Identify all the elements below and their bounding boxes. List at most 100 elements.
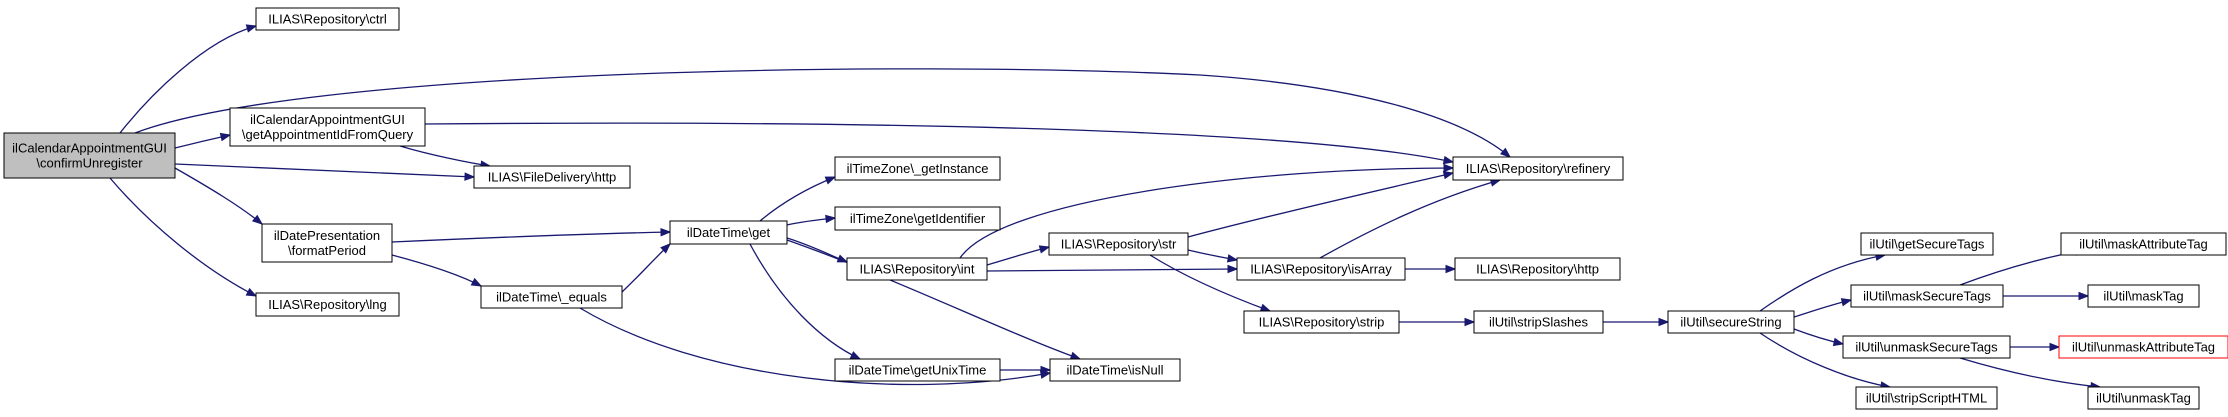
edge-arrowhead-maskSecureTags-to-maskTag [2078,291,2090,301]
edge-rint-to-rstr [986,246,1050,266]
edge-formatPeriod-to-dtget [391,231,671,243]
node-box-fdhttp [473,165,631,189]
edge-arrowhead-root-to-formatPeriod [251,214,264,225]
node-isArray[interactable]: ILIAS\Repository\isArray [1236,257,1406,281]
edge-rstr-to-refinery [1187,172,1454,238]
node-getAppt[interactable]: ilCalendarAppointmentGUI\getAppointmentI… [229,107,426,147]
edge-rint-to-refinery [959,167,1454,259]
node-unmaskTag[interactable]: ilUtil\unmaskTag [2087,386,2200,410]
node-box-strip [1243,310,1400,334]
node-maskAttrTag[interactable]: ilUtil\maskAttributeTag [2060,232,2227,256]
node-label-maskSecureTags-0: ilUtil\maskSecureTags [1863,289,1991,304]
node-box-ctrl [255,7,400,31]
node-label-strip-0: ILIAS\Repository\strip [1259,315,1385,330]
edge-root-to-fdhttp [174,163,475,178]
node-label-getAppt-1: \getAppointmentIdFromQuery [242,127,414,142]
edge-root-to-ctrl [119,25,257,134]
edge-root-to-lng [109,177,257,297]
edge-arrowhead-equals-to-dtget [660,243,672,254]
node-rint[interactable]: ILIAS\Repository\int [846,257,988,281]
node-label-tzInstance-0: ilTimeZone\_getInstance [847,161,989,176]
node-label-ctrl-0: ILIAS\Repository\ctrl [268,12,387,27]
node-maskSecureTags[interactable]: ilUtil\maskSecureTags [1850,284,2004,308]
node-box-unix [834,358,1001,382]
node-lng[interactable]: ILIAS\Repository\lng [255,292,400,317]
node-label-rint-0: ILIAS\Repository\int [860,262,975,277]
node-label-getAppt-0: ilCalendarAppointmentGUI [250,112,405,127]
edge-rint-to-isArray [986,268,1238,272]
node-box-rstr [1048,232,1189,256]
edge-isArray-to-refinery [1319,179,1501,259]
edge-arrowhead-secureString-to-maskSecureTags [1840,298,1853,307]
edge-arrowhead-secureString-to-unmaskSecureTags [1832,337,1845,347]
node-box-getSecureTags [1860,232,1994,256]
node-unmaskSecureTags[interactable]: ilUtil\unmaskSecureTags [1842,335,2011,359]
node-label-equals-0: ilDateTime\_equals [496,290,607,305]
node-box-isArray [1236,257,1406,281]
node-refinery[interactable]: ILIAS\Repository\refinery [1452,156,1624,181]
node-label-maskAttrTag-0: ilUtil\maskAttributeTag [2079,237,2208,252]
node-label-maskTag-0: ilUtil\maskTag [2103,289,2183,304]
edge-arrowhead-root-to-getAppt [219,132,232,142]
node-root[interactable]: ilCalendarAppointmentGUI\confirmUnregist… [3,132,176,179]
node-label-rstr-0: ILIAS\Repository\str [1061,237,1177,252]
edge-dtget-to-isNull [786,239,1081,360]
edge-dtget-to-unix [749,243,861,360]
edge-equals-to-dtget [621,243,671,293]
node-label-stripSlashes-0: ilUtil\stripSlashes [1489,315,1588,330]
node-label-stripScriptHTML-0: ilUtil\stripScriptHTML [1866,391,1987,406]
node-tzInstance[interactable]: ilTimeZone\_getInstance [834,156,1001,181]
node-getSecureTags[interactable]: ilUtil\getSecureTags [1860,232,1994,256]
node-ctrl[interactable]: ILIAS\Repository\ctrl [255,7,400,31]
node-stripSlashes[interactable]: ilUtil\stripSlashes [1473,310,1604,334]
edge-dtget-to-rint [786,237,848,263]
node-box-unmaskSecureTags [1842,335,2011,359]
node-label-root-0: ilCalendarAppointmentGUI [12,141,167,156]
node-maskTag[interactable]: ilUtil\maskTag [2087,284,2200,308]
node-tzIdent[interactable]: ilTimeZone\getIdentifier [834,206,1001,231]
node-label-secureString-0: ilUtil\secureString [1680,315,1781,330]
node-dtget[interactable]: ilDateTime\get [669,220,788,245]
node-fdhttp[interactable]: ILIAS\FileDelivery\http [473,165,631,189]
edge-arrowhead-rstr-to-isArray [1226,254,1239,263]
edge-arrowhead-rstr-to-refinery [1442,171,1455,180]
node-box-equals [480,285,623,309]
edge-arrowhead-unix-to-isNull [1040,365,1052,375]
edge-arrowhead-dtget-to-unix [849,351,862,360]
node-box-unmaskTag [2087,386,2200,410]
node-box-lng [255,292,400,317]
node-box-formatPeriod [261,223,393,263]
edge-arrowhead-getAppt-to-refinery [1442,155,1455,165]
edges-layer [109,24,2102,391]
node-box-root [3,132,176,179]
edge-arrowhead-rstr-to-strip [1259,303,1272,312]
edge-arrowhead-stripSlashes-to-secureString [1658,317,1670,327]
node-unix[interactable]: ilDateTime\getUnixTime [834,358,1001,382]
node-strip[interactable]: ILIAS\Repository\strip [1243,310,1400,334]
node-box-unmaskAttrTag [2058,335,2228,359]
node-secureString[interactable]: ilUtil\secureString [1667,310,1795,334]
edge-arrowhead-dtget-to-isNull [1069,351,1082,360]
edge-arrowhead-unmaskSecureTags-to-unmaskAttrTag [2049,342,2061,352]
edge-secureString-to-stripScriptHTML [1759,332,1891,388]
node-formatPeriod[interactable]: ilDatePresentation\formatPeriod [261,223,393,263]
node-box-rint [846,257,988,281]
node-isNull[interactable]: ilDateTime\isNull [1049,358,1181,382]
edge-secureString-to-getSecureTags [1759,254,1886,312]
node-stripScriptHTML[interactable]: ilUtil\stripScriptHTML [1855,386,1998,410]
node-rhttp[interactable]: ILIAS\Repository\http [1454,257,1621,281]
node-unmaskAttrTag[interactable]: ilUtil\unmaskAttributeTag [2058,335,2228,359]
edge-arrowhead-root-to-ctrl [245,24,258,33]
edge-arrowhead-dtget-to-tzInstance [824,176,837,185]
node-label-fdhttp-0: ILIAS\FileDelivery\http [488,170,617,185]
node-label-formatPeriod-0: ilDatePresentation [274,228,380,243]
node-box-isNull [1049,358,1181,382]
node-label-unmaskTag-0: ilUtil\unmaskTag [2096,391,2191,406]
edge-root-to-formatPeriod [174,167,263,225]
node-box-refinery [1452,156,1624,181]
node-label-formatPeriod-1: \formatPeriod [288,243,366,258]
node-box-maskTag [2087,284,2200,308]
node-rstr[interactable]: ILIAS\Repository\str [1048,232,1189,256]
nodes-layer: ilCalendarAppointmentGUI\confirmUnregist… [3,7,2228,410]
node-equals[interactable]: ilDateTime\_equals [480,285,623,309]
